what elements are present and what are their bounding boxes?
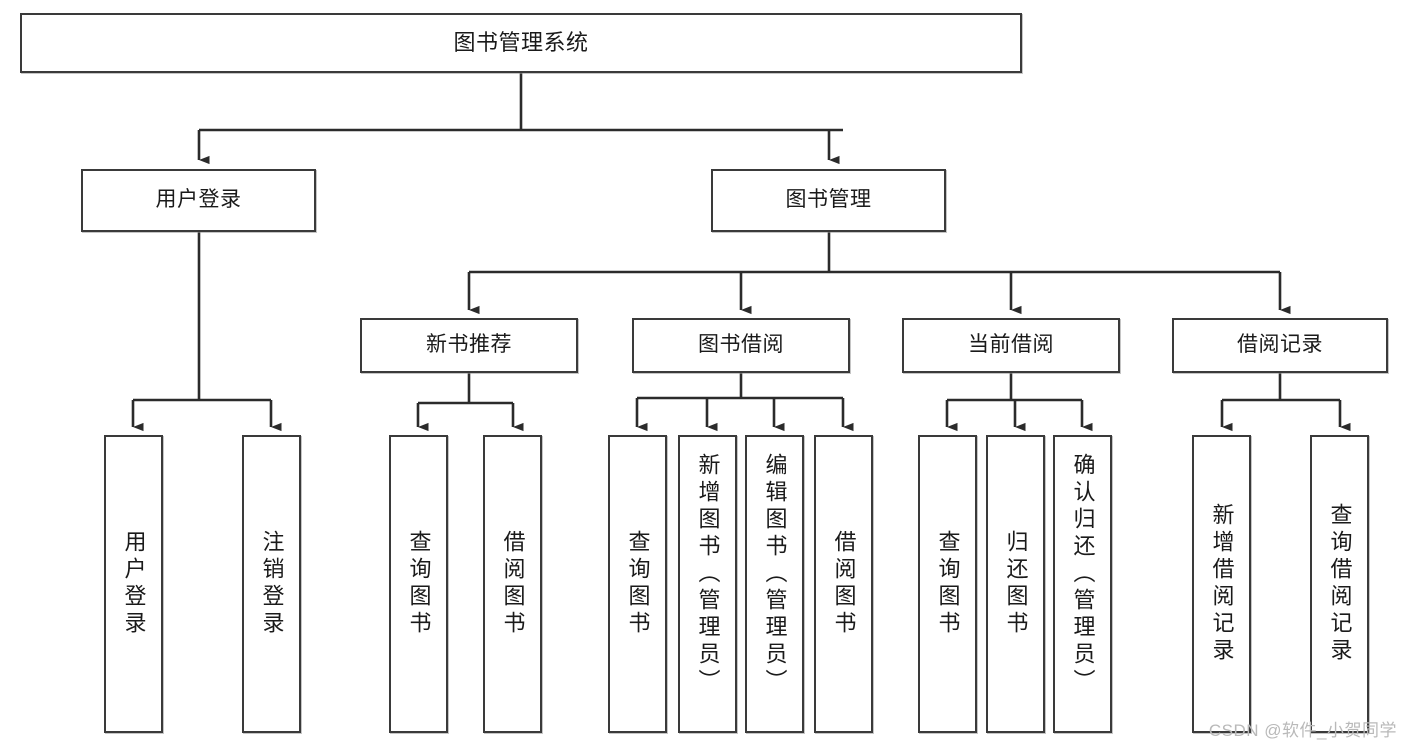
node-user-login[interactable]: 用户登录 — [81, 169, 316, 232]
node-book-borrow-label: 图书借阅 — [698, 333, 784, 357]
watermark: CSDN @软件_小贺同学 — [1208, 721, 1397, 740]
node-leaf-confirm-return-label: 确认归还（管理员） — [1070, 453, 1096, 696]
node-leaf-confirm-return[interactable]: 确认归还（管理员） — [1053, 435, 1112, 733]
node-leaf-user-logout[interactable]: 注销登录 — [242, 435, 301, 733]
node-new-book-recommend[interactable]: 新书推荐 — [360, 318, 578, 373]
node-leaf-query-book-3[interactable]: 查询图书 — [918, 435, 977, 733]
node-book-manage[interactable]: 图书管理 — [711, 169, 946, 232]
node-root[interactable]: 图书管理系统 — [20, 13, 1022, 73]
node-borrow-record-label: 借阅记录 — [1237, 333, 1323, 357]
node-leaf-add-record-label: 新增借阅记录 — [1209, 503, 1235, 665]
node-leaf-borrow-book-1[interactable]: 借阅图书 — [483, 435, 542, 733]
node-leaf-query-book-1-label: 查询图书 — [406, 530, 432, 638]
node-new-book-recommend-label: 新书推荐 — [426, 333, 512, 357]
node-leaf-edit-book[interactable]: 编辑图书（管理员） — [745, 435, 804, 733]
node-leaf-query-book-2[interactable]: 查询图书 — [608, 435, 667, 733]
node-leaf-edit-book-label: 编辑图书（管理员） — [762, 453, 788, 696]
node-leaf-user-logout-label: 注销登录 — [259, 530, 285, 638]
node-leaf-add-record[interactable]: 新增借阅记录 — [1192, 435, 1251, 733]
node-current-borrow[interactable]: 当前借阅 — [902, 318, 1120, 373]
node-leaf-query-book-3-label: 查询图书 — [935, 530, 961, 638]
node-leaf-return-book-label: 归还图书 — [1003, 530, 1029, 638]
node-book-borrow[interactable]: 图书借阅 — [632, 318, 850, 373]
node-leaf-add-book[interactable]: 新增图书（管理员） — [678, 435, 737, 733]
node-leaf-query-record-label: 查询借阅记录 — [1327, 503, 1353, 665]
node-leaf-query-book-1[interactable]: 查询图书 — [389, 435, 448, 733]
node-leaf-query-book-2-label: 查询图书 — [625, 530, 651, 638]
node-user-login-label: 用户登录 — [155, 188, 242, 212]
node-leaf-borrow-book-2[interactable]: 借阅图书 — [814, 435, 873, 733]
node-book-manage-label: 图书管理 — [785, 188, 872, 212]
node-leaf-return-book[interactable]: 归还图书 — [986, 435, 1045, 733]
node-leaf-user-login-label: 用户登录 — [121, 530, 147, 638]
node-leaf-borrow-book-2-label: 借阅图书 — [831, 530, 857, 638]
node-current-borrow-label: 当前借阅 — [968, 333, 1054, 357]
node-leaf-user-login[interactable]: 用户登录 — [104, 435, 163, 733]
node-leaf-borrow-book-1-label: 借阅图书 — [500, 530, 526, 638]
node-leaf-query-record[interactable]: 查询借阅记录 — [1310, 435, 1369, 733]
node-leaf-add-book-label: 新增图书（管理员） — [695, 453, 721, 696]
node-root-label: 图书管理系统 — [453, 30, 589, 56]
node-borrow-record[interactable]: 借阅记录 — [1172, 318, 1388, 373]
